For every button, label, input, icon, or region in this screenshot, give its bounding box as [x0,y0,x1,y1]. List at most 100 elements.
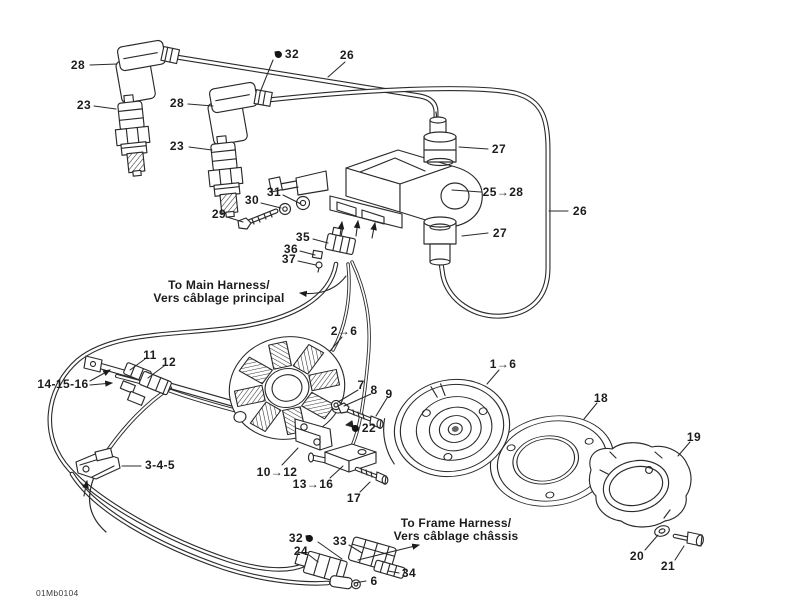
callout-19: 19 [687,430,701,444]
callout-32: 32 [274,47,300,61]
callout-30: 30 [245,193,259,207]
callout-label: 11 [143,348,157,362]
wire-connector-12 [138,370,172,396]
callout-6: 6 [370,574,377,588]
loctite-drop-icon [351,424,360,432]
callout-23: 23 [170,139,184,153]
main-harness-note-line2: Vers câblage principal [153,291,285,305]
leader-lines [89,59,691,584]
callout-37: 37 [282,252,296,266]
callout-17: 17 [347,491,361,505]
callout-label: 19 [686,430,702,444]
cdi-module [307,443,377,473]
callout-1→6: 1→6 [490,357,517,371]
callout-label: 36 [283,242,299,256]
callout-label: 25→28 [482,185,524,199]
callout-label: 14-15-16 [37,377,89,391]
callout-label: 3-4-5 [144,458,176,472]
coil-bolt [237,208,279,230]
callout-label: 33 [332,534,348,548]
callout-26: 26 [573,204,587,218]
magneto-cover [588,442,692,528]
callout-35: 35 [296,230,310,244]
callout-label: 23 [169,139,185,153]
cable-ferrule-2 [253,89,273,107]
callout-label: 28 [169,96,185,110]
spark-plug-cap-2 [207,81,259,146]
callout-label: 6 [370,574,378,588]
callout-20: 20 [630,549,644,563]
main-harness-note-line1: To Main Harness/ [168,278,270,292]
frame-connector-24 [294,550,348,584]
callout-32: 32 [288,531,314,545]
main-harness-note: To Main Harness/ Vers câblage principal [153,279,284,305]
callout-label: 28 [70,58,86,72]
callout-10→12: 10→12 [257,465,298,479]
callout-label: 37 [281,252,297,266]
callout-label: 8 [370,383,378,397]
callout-label: 23 [76,98,92,112]
loctite-drop-icon [274,50,283,58]
cdi-bolt [354,466,389,485]
callout-8: 8 [370,383,377,397]
cover-washer [654,525,670,537]
connector-lock-34 [373,559,406,579]
callout-label: 30 [244,193,260,207]
spark-plug-2 [207,135,244,218]
callout-14-15-16: 14-15-16 [37,377,88,391]
callout-label: 9 [385,387,393,401]
callout-label: 24 [293,544,309,558]
callout-label: 20 [629,549,645,563]
frame-harness-note-line2: Vers câblage châssis [393,529,519,543]
callout-label: 31 [266,185,282,199]
callout-11: 11 [143,348,157,362]
callout-label: 2→6 [330,324,358,338]
coil-washers [278,195,311,216]
callout-34: 34 [402,566,416,580]
callout-label: 32 [288,531,304,545]
stator-fasteners [330,399,384,429]
retainer-bracket [294,418,333,451]
callout-label: 1→6 [489,357,517,371]
callout-label: 27 [491,142,507,156]
callout-9: 9 [385,387,392,401]
connector-plug-arrows [337,219,377,239]
callout-label: 29 [211,207,227,221]
callout-label: 17 [346,491,362,505]
callout-label: 13→16 [292,477,334,491]
callout-29: 29 [212,207,226,221]
ignition-coil [268,149,483,229]
callout-2→6: 2→6 [331,324,358,338]
callout-3-4-5: 3-4-5 [145,458,175,472]
doc-code: 01Mb0104 [36,588,79,598]
callout-26: 26 [340,48,354,62]
callout-label: 10→12 [256,465,298,479]
callout-label: 27 [492,226,508,240]
callout-25→28: 25→28 [483,185,524,199]
callout-22: 22 [351,421,377,435]
flywheel [383,378,511,478]
frame-harness-note-line1: To Frame Harness/ [400,516,512,530]
callout-18: 18 [594,391,608,405]
callout-label: 18 [593,391,609,405]
callout-label: 26 [339,48,355,62]
gasket-ring [489,415,615,507]
callout-31: 31 [267,185,281,199]
cover-bolt [672,531,704,547]
callout-13→16: 13→16 [293,477,334,491]
callout-23: 23 [77,98,91,112]
frame-harness-note: To Frame Harness/ Vers câblage châssis [394,517,519,543]
callout-label: 12 [161,355,177,369]
callout-28: 28 [170,96,184,110]
callout-label: 21 [660,559,676,573]
spark-plug-1 [114,94,151,177]
stator [228,336,346,440]
callout-label: 32 [284,47,300,61]
callout-12: 12 [162,355,176,369]
loctite-drop-icon [305,534,314,542]
connector-small-parts [311,249,324,273]
callout-label: 35 [295,230,311,244]
callout-label: 22 [361,421,377,435]
